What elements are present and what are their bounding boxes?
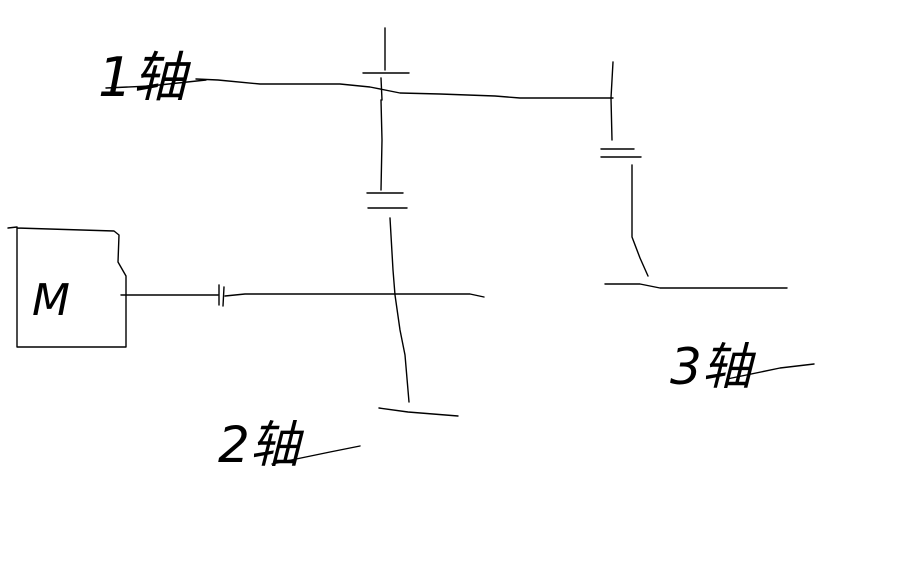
- shaft3-label-strike: [726, 363, 815, 380]
- gear-3-stem: [610, 61, 614, 141]
- shaft1-label: 1轴: [98, 46, 191, 109]
- shaft2-label: 2轴: [218, 416, 305, 474]
- shaft-2-gear: [378, 217, 459, 417]
- gear-3-lower-stem: [631, 164, 649, 277]
- coupling-right: [222, 286, 225, 307]
- motor: M: [7, 226, 127, 348]
- motor-box: [7, 226, 127, 348]
- shaft2-line: [224, 293, 485, 298]
- shaft1-label-group: 1轴: [98, 46, 207, 109]
- shaft2-label-group: 2轴: [218, 416, 361, 474]
- shaft3-label: 3轴: [670, 338, 757, 396]
- gear-1-stem-lower: [380, 77, 383, 101]
- gear-2-stem: [389, 217, 410, 403]
- shaft3-line: [604, 283, 788, 289]
- shaft-3: [604, 164, 788, 289]
- shaft3-label-group: 3轴: [670, 338, 815, 396]
- shaft-1: [195, 27, 642, 209]
- shaft2-end-line: [378, 407, 459, 417]
- shaft1-label-strike: [105, 79, 207, 89]
- shaft2-label-strike: [271, 445, 361, 465]
- motor-label: M: [32, 275, 69, 326]
- shaft1-line: [195, 78, 614, 99]
- gear-connector-1-2: [380, 99, 383, 191]
- motor-shaft: [120, 284, 485, 307]
